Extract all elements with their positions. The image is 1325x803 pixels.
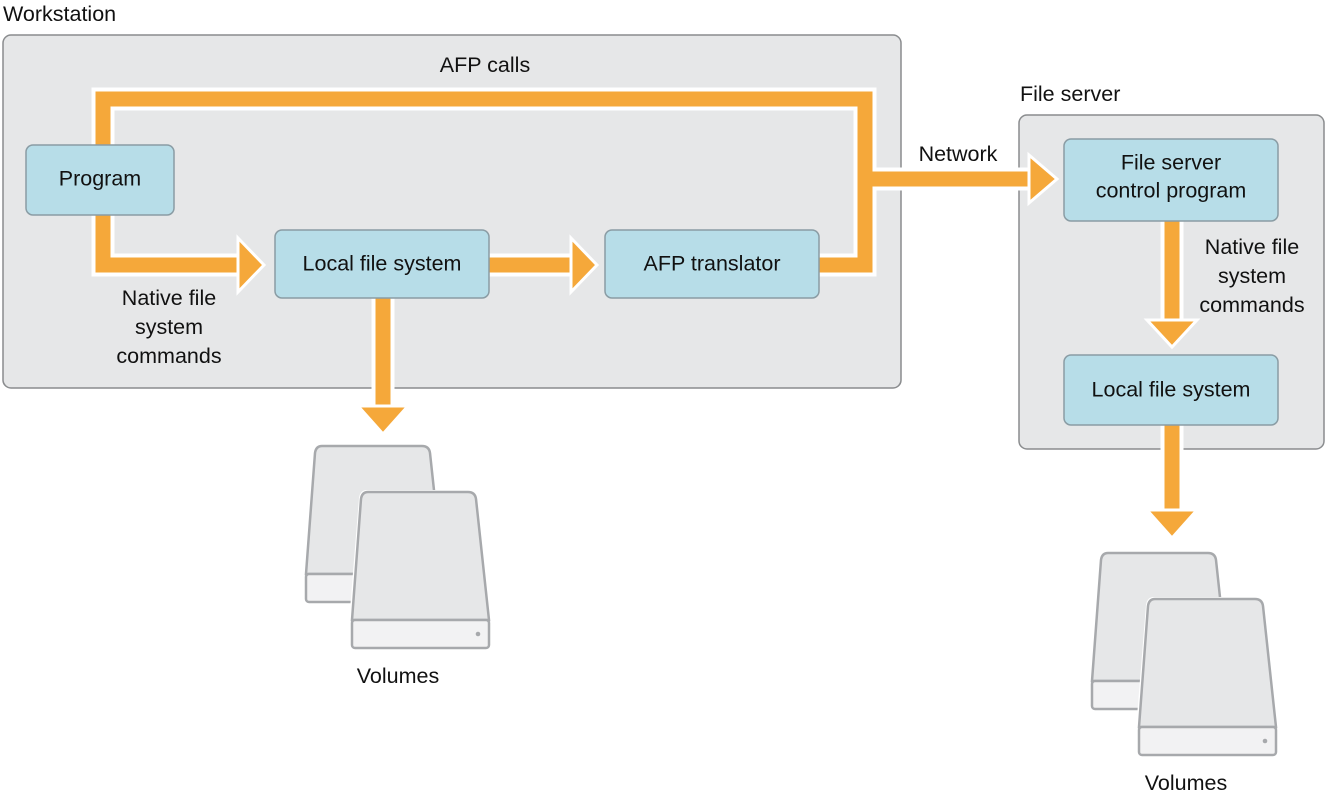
arrowhead-right-icon (236, 234, 267, 296)
server-native-label-line2: system (1218, 264, 1286, 288)
arrowhead-right-icon (1027, 151, 1060, 207)
network-label: Network (919, 142, 998, 166)
afp-translator-label: AFP translator (643, 252, 780, 276)
program-label: Program (59, 167, 141, 191)
workstation-container (2, 34, 902, 389)
afp-calls-label: AFP calls (440, 53, 530, 77)
control-program-label-line2: control program (1096, 179, 1247, 203)
workstation-native-label-line1: Native file (122, 286, 216, 310)
file-server-volumes-label: Volumes (1145, 771, 1227, 795)
workstation-title: Workstation (3, 2, 116, 26)
local-file-system-node (274, 229, 490, 299)
afp-calls-path (95, 91, 873, 273)
server-native-label-line1: Native file (1205, 235, 1299, 259)
workstation-volumes-label: Volumes (357, 664, 439, 688)
file-server-control-program-node (1063, 138, 1279, 222)
workstation-native-label-line3: commands (116, 344, 221, 368)
arrows (95, 91, 1180, 512)
server-local-file-system-label: Local file system (1092, 378, 1251, 402)
arrowhead-down-icon (354, 404, 412, 437)
file-server-title: File server (1020, 82, 1120, 106)
arrowhead-right-icon (569, 234, 600, 296)
arrowhead-down-icon (1143, 318, 1201, 350)
afp-translator-node (604, 229, 820, 299)
server-local-file-system-node (1063, 354, 1279, 426)
hard-drive-icon (347, 488, 494, 668)
server-native-label-line3: commands (1199, 293, 1304, 317)
workstation-native-label-line2: system (135, 315, 203, 339)
program-node (25, 144, 175, 216)
local-file-system-label: Local file system (303, 252, 462, 276)
control-program-label-line1: File server (1121, 151, 1221, 175)
file-server-volumes (1087, 549, 1281, 775)
hard-drive-icon (1134, 595, 1281, 775)
workstation-volumes (301, 442, 494, 668)
arrowhead-down-icon (1143, 508, 1201, 541)
